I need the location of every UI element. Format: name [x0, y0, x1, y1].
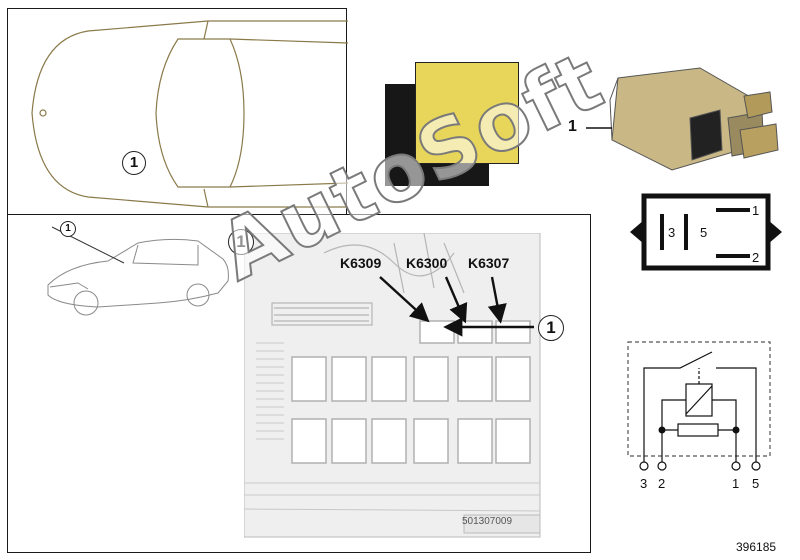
relay-label-k6307: K6307: [468, 255, 510, 271]
terminal-label-2: 2: [658, 476, 666, 491]
fuse-panel-callout-1: 1: [228, 229, 254, 255]
car-top-view-panel: 1: [7, 8, 348, 216]
fuse-plate-drawing: [244, 233, 541, 538]
fuse-box-panel: 1 1 K6309 K6300 K6307: [7, 214, 591, 553]
fuse-plate-code: 501307009: [462, 516, 513, 527]
car-top-view-outline: [31, 20, 348, 208]
terminal-label-3: 3: [640, 476, 648, 491]
car-callout-1: 1: [60, 221, 76, 237]
pinout-label-2: 2: [752, 250, 760, 265]
pinout-label-1: 1: [752, 203, 760, 218]
terminal-label-5: 5: [752, 476, 760, 491]
relay-label-k6300: K6300: [406, 255, 448, 271]
relay-pointer-arrows: [379, 276, 534, 337]
relay-callout-1: 1: [568, 118, 577, 135]
pinout-label-5: 5: [700, 225, 708, 240]
pinout-label-3: 3: [668, 225, 676, 240]
terminal-label-1: 1: [732, 476, 740, 491]
overview-callout-1: 1: [122, 151, 146, 175]
relay-label-k6309: K6309: [340, 255, 382, 271]
fuse-pointer-callout-1: 1: [538, 315, 564, 341]
yellow-square: [415, 62, 519, 164]
image-number: 396185: [736, 540, 777, 554]
